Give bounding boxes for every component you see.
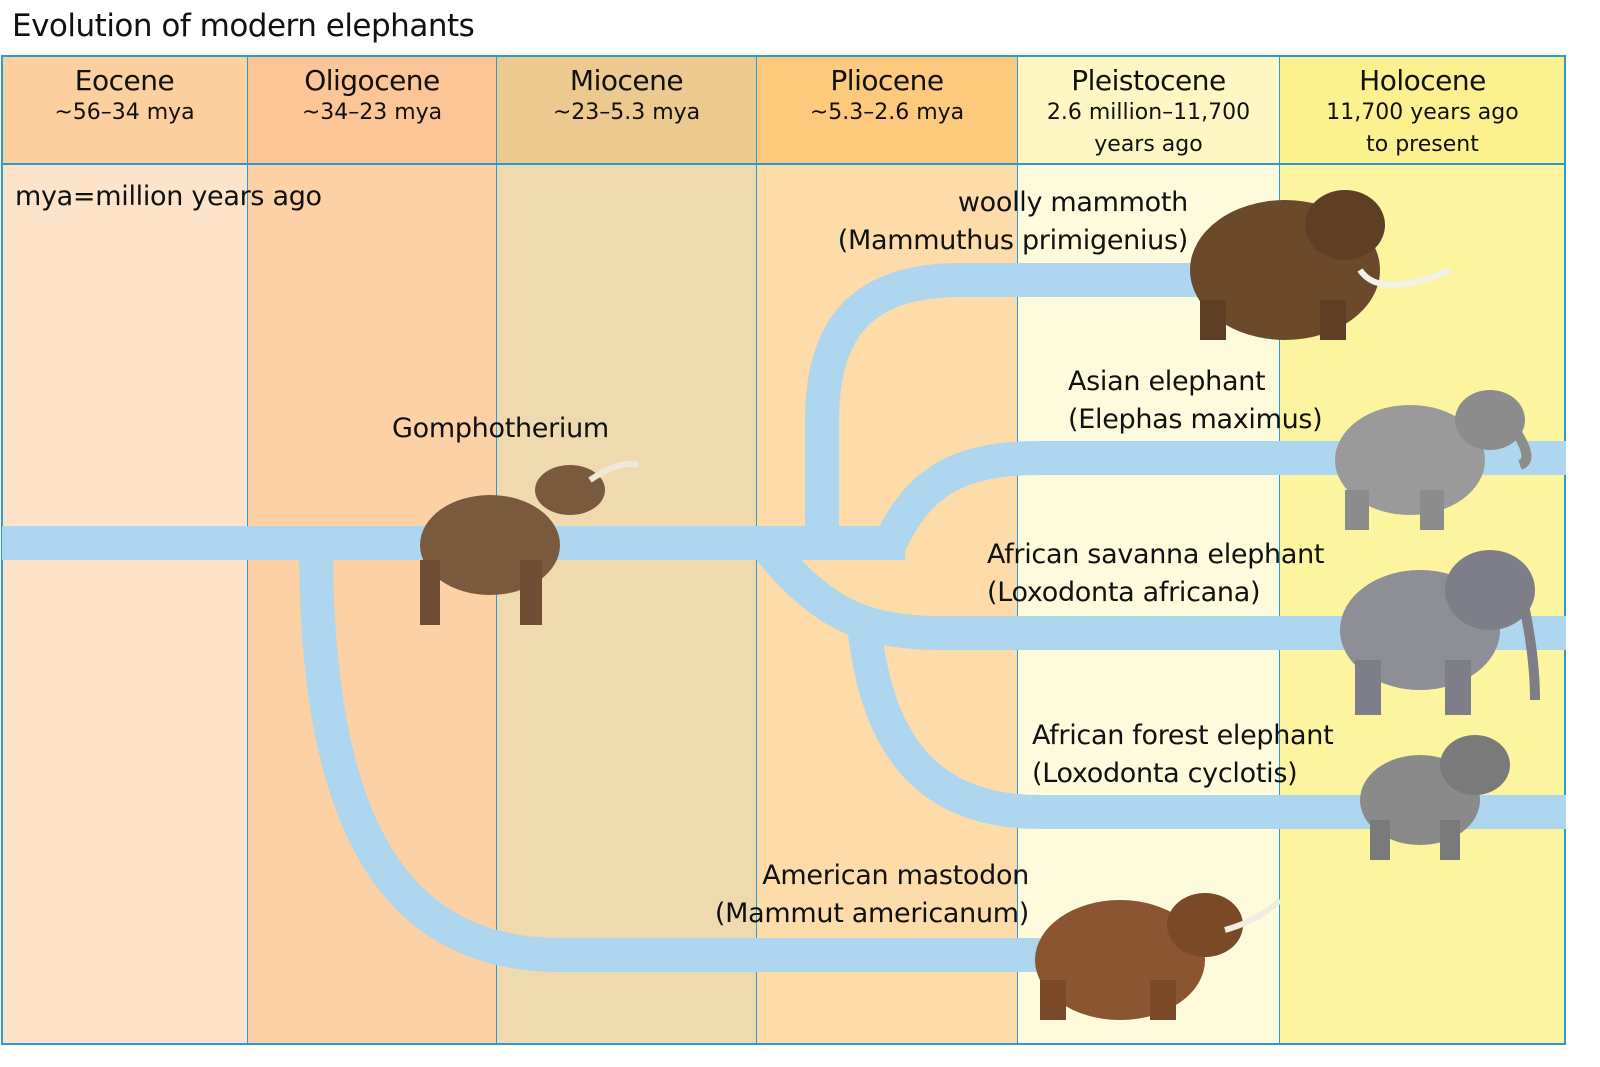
common-name: Gomphotherium xyxy=(392,413,609,444)
branch-savanna-elephant xyxy=(756,539,1566,650)
branch-forest-elephant xyxy=(848,630,1566,829)
common-name: African savanna elephant xyxy=(987,539,1325,570)
epoch-header: Pliocene ~5.3–2.6 mya xyxy=(757,56,1017,165)
common-name: woolly mammoth xyxy=(957,187,1188,218)
epoch-range: ~5.3–2.6 mya xyxy=(809,100,965,125)
mastodon-illustration xyxy=(1035,893,1283,1020)
species-label-gomphotherium: Gomphotherium xyxy=(392,410,609,448)
scientific-name: (Mammuthus primigenius) xyxy=(837,225,1189,256)
epoch-column-pliocene: Pliocene ~5.3–2.6 mya xyxy=(757,56,1018,1044)
common-name: African forest elephant xyxy=(1032,720,1334,751)
branch-woolly-mammoth xyxy=(805,263,1210,543)
scientific-name: (Loxodonta africana) xyxy=(987,577,1261,608)
common-name: American mastodon xyxy=(762,860,1029,891)
forest-elephant-illustration xyxy=(1360,735,1510,860)
epoch-range: 11,700 years ago to present xyxy=(1326,100,1519,157)
epoch-name: Miocene xyxy=(569,64,684,97)
gomphotherium-illustration xyxy=(420,461,639,625)
species-label-woolly-mammoth: woolly mammoth (Mammuthus primigenius) xyxy=(837,184,1189,260)
woolly-mammoth-illustration xyxy=(1190,190,1452,340)
species-label-asian-elephant: Asian elephant (Elephas maximus) xyxy=(1068,363,1323,439)
species-label-forest-elephant: African forest elephant (Loxodonta cyclot… xyxy=(1032,717,1334,793)
epoch-name: Holocene xyxy=(1359,64,1486,97)
epoch-range: ~23–5.3 mya xyxy=(552,100,701,125)
species-label-savanna-elephant: African savanna elephant (Loxodonta afric… xyxy=(987,536,1325,612)
branch-asian-elephant xyxy=(874,441,1566,551)
epoch-header: Oligocene ~34–23 mya xyxy=(248,56,496,165)
epoch-name: Oligocene xyxy=(304,64,440,97)
epoch-header: Eocene ~56–34 mya xyxy=(2,56,247,165)
asian-elephant-illustration xyxy=(1335,390,1532,530)
scientific-name: (Elephas maximus) xyxy=(1068,404,1323,435)
common-name: Asian elephant xyxy=(1068,366,1266,397)
epoch-range: ~56–34 mya xyxy=(54,100,195,125)
savanna-elephant-illustration xyxy=(1340,550,1540,715)
epoch-name: Pliocene xyxy=(830,64,944,97)
epoch-header: Miocene ~23–5.3 mya xyxy=(497,56,756,165)
scientific-name: (Loxodonta cyclotis) xyxy=(1032,758,1298,789)
species-label-american-mastodon: American mastodon (Mammut americanum) xyxy=(715,857,1029,933)
abbreviation-note: mya=million years ago xyxy=(15,181,322,212)
epoch-range: ~34–23 mya xyxy=(301,100,443,125)
branch-mastodon xyxy=(299,544,1040,972)
diagram-title: Evolution of modern elephants xyxy=(12,8,475,44)
epoch-range: 2.6 million–11,700 years ago xyxy=(1046,100,1251,157)
epoch-name: Eocene xyxy=(74,64,175,97)
scientific-name: (Mammut americanum) xyxy=(714,898,1029,929)
epoch-name: Pleistocene xyxy=(1071,64,1226,97)
